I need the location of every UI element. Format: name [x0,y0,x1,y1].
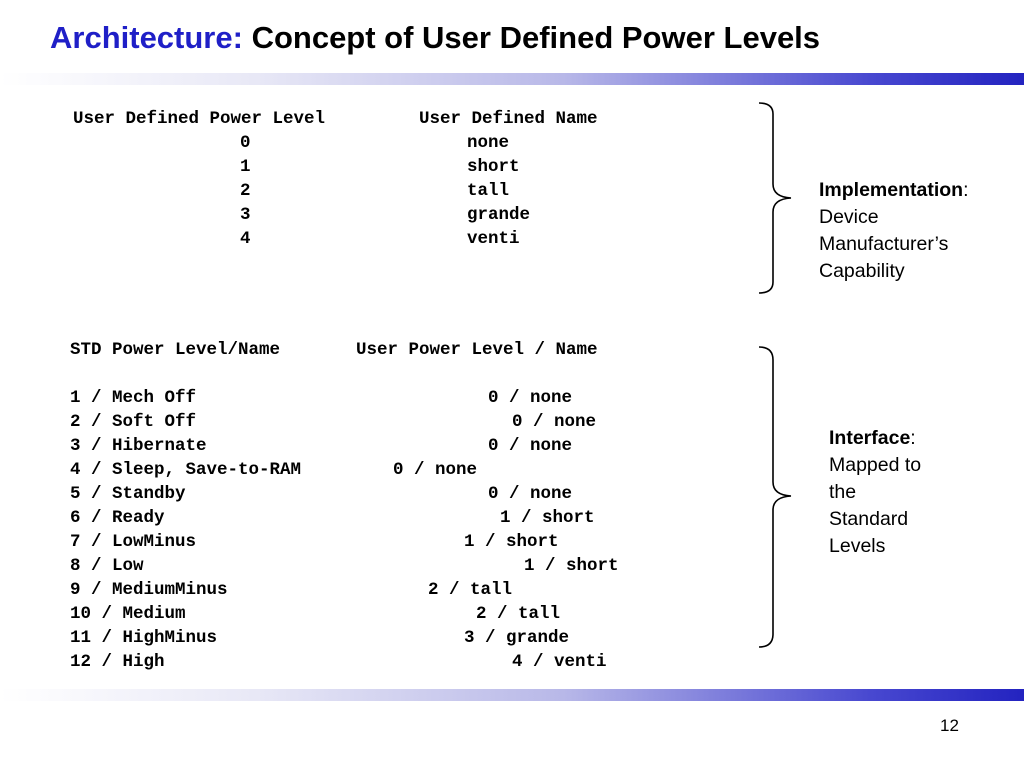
interface-line: Standard [829,508,909,530]
table1-level-cell: 1 [240,157,251,177]
table2-std-cell: 3 / Hibernate [70,436,207,456]
table2-user-cell: 4 / venti [512,652,607,672]
top-gradient-band [0,73,1024,85]
implementation-line: Device [819,206,879,228]
slide-title: Architecture: Concept of User Defined Po… [50,20,820,56]
table1-name-cell: grande [467,205,531,225]
table2-user-cell: 1 / short [524,556,619,576]
table1-name-cell: tall [467,181,510,201]
table1-name-cell: venti [467,229,520,249]
table2-user-cell: 1 / short [500,508,595,528]
implementation-line: Capability [819,260,905,282]
table1-name-cell: none [467,133,510,153]
table2-user-cell: 0 / none [488,388,573,408]
table2-std-cell: 8 / Low [70,556,144,576]
table2-std-cell: 10 / Medium [70,604,186,624]
bottom-gradient-band [0,689,1024,701]
table1-level-cell: 0 [240,133,251,153]
table2-std-cell: 9 / MediumMinus [70,580,228,600]
right-brace-interface [758,346,792,648]
table2-std-cell: 7 / LowMinus [70,532,197,552]
interface-note: Interface: Mapped to the Standard Levels [829,425,921,560]
implementation-heading: Implementation [819,179,964,201]
header-user-name: User Defined Name [419,109,598,129]
table1-name-cell: short [467,157,520,177]
table1-level-cell: 2 [240,181,251,201]
interface-line: Mapped to [829,454,922,476]
table1-level-cell: 3 [240,205,251,225]
table2-user-cell: 0 / none [488,484,573,504]
header-std-level: STD Power Level/Name [70,340,281,360]
interface-line: the [829,481,857,503]
table2-std-cell: 2 / Soft Off [70,412,197,432]
table2-user-cell: 0 / none [488,436,573,456]
table2-user-cell: 2 / tall [476,604,561,624]
right-brace-implementation [758,102,792,294]
table2-std-cell: 6 / Ready [70,508,165,528]
implementation-note: Implementation: Device Manufacturer’s Ca… [819,177,969,285]
interface-heading: Interface [829,427,911,449]
table2-user-cell: 0 / none [393,460,478,480]
implementation-colon: : [963,179,969,201]
page-number: 12 [940,716,959,735]
table2-user-cell: 3 / grande [464,628,570,648]
title-text: Concept of User Defined Power Levels [251,20,821,55]
table2-std-cell: 1 / Mech Off [70,388,197,408]
table1-level-cell: 4 [240,229,251,249]
table2-user-cell: 2 / tall [428,580,513,600]
title-accent: Architecture: [50,20,243,55]
interface-colon: : [910,427,916,449]
table2-std-cell: 12 / High [70,652,165,672]
interface-line: Levels [829,535,886,557]
table2-std-cell: 5 / Standby [70,484,186,504]
table2-user-cell: 0 / none [512,412,597,432]
header-user-level: User Defined Power Level [73,109,326,129]
header-user-level-name: User Power Level / Name [356,340,598,360]
implementation-line: Manufacturer’s [819,233,949,255]
table2-std-cell: 11 / HighMinus [70,628,218,648]
table2-user-cell: 1 / short [464,532,559,552]
table2-std-cell: 4 / Sleep, Save-to-RAM [70,460,302,480]
